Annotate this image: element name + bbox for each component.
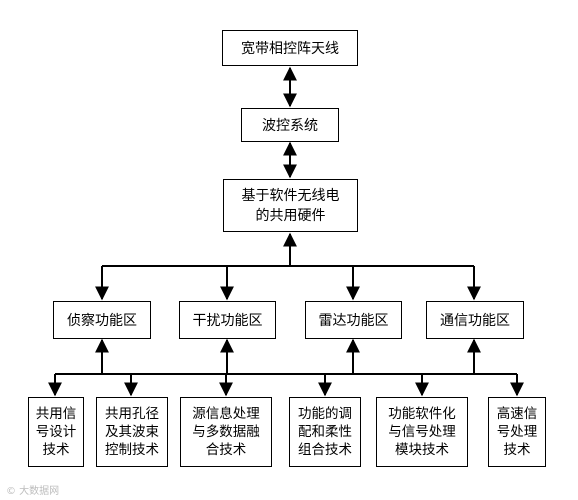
tech-box-high-speed-processing: 高速信 号处理 技术 bbox=[488, 397, 546, 467]
tech-box-shared-signal-design: 共用信 号设计 技术 bbox=[28, 397, 84, 467]
beam-control-box: 波控系统 bbox=[241, 108, 339, 142]
function-box-jamming: 干扰功能区 bbox=[179, 301, 276, 339]
watermark: © 大数据网 bbox=[6, 486, 60, 497]
shared-hardware-label: 基于软件无线电 的共用硬件 bbox=[241, 187, 340, 224]
antenna-label: 宽带相控阵天线 bbox=[241, 41, 339, 57]
function-label: 侦察功能区 bbox=[67, 313, 137, 329]
beam-control-label: 波控系统 bbox=[262, 118, 318, 134]
tech-label: 源信息处理 与多数据融 合技术 bbox=[192, 406, 260, 458]
antenna-box: 宽带相控阵天线 bbox=[222, 30, 358, 66]
tech-label: 共用孔径 及其波束 控制技术 bbox=[105, 406, 159, 458]
tech-box-shared-aperture: 共用孔径 及其波束 控制技术 bbox=[96, 397, 168, 467]
function-label: 通信功能区 bbox=[440, 313, 510, 329]
tech-box-data-fusion: 源信息处理 与多数据融 合技术 bbox=[180, 397, 272, 467]
tech-label: 功能软件化 与信号处理 模块技术 bbox=[388, 406, 456, 458]
tech-box-flexible-combination: 功能的调 配和柔性 组合技术 bbox=[289, 397, 361, 467]
function-box-reconnaissance: 侦察功能区 bbox=[53, 301, 151, 339]
function-box-communication: 通信功能区 bbox=[426, 301, 524, 339]
function-label: 干扰功能区 bbox=[192, 313, 263, 329]
function-label: 雷达功能区 bbox=[318, 313, 389, 329]
function-box-radar: 雷达功能区 bbox=[305, 301, 402, 339]
tech-label: 高速信 号处理 技术 bbox=[496, 406, 538, 458]
tech-label: 共用信 号设计 技术 bbox=[35, 406, 77, 458]
shared-hardware-box: 基于软件无线电 的共用硬件 bbox=[223, 179, 358, 232]
tech-label: 功能的调 配和柔性 组合技术 bbox=[298, 406, 352, 458]
tech-box-software-modules: 功能软件化 与信号处理 模块技术 bbox=[376, 397, 468, 467]
